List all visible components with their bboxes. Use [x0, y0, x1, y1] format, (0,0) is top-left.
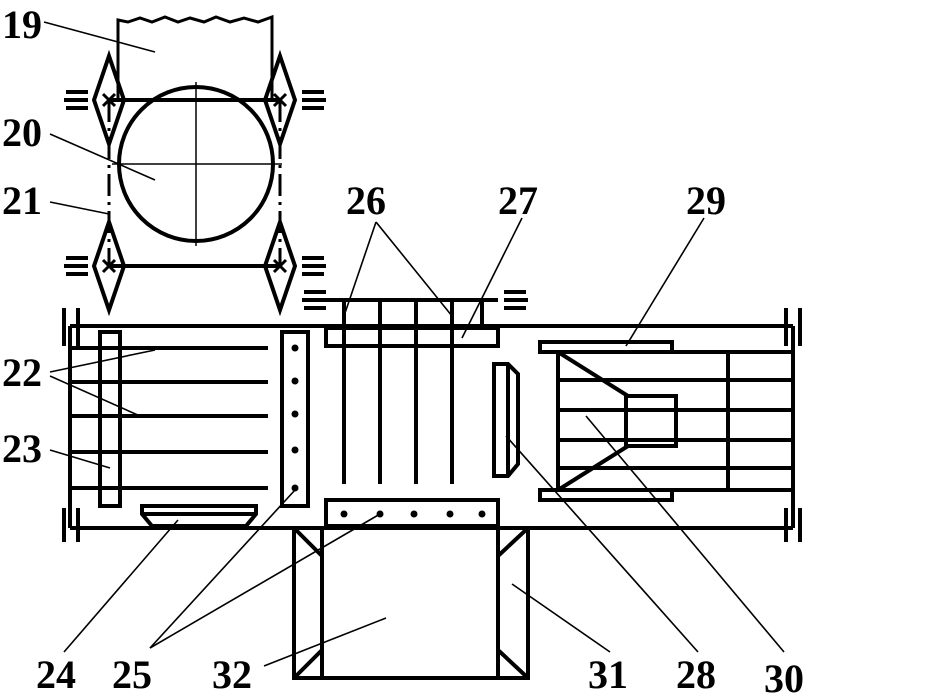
label-32: 32	[212, 652, 252, 697]
bearing-bottom-right	[262, 215, 326, 317]
dotted-plate-horizontal-25	[324, 498, 500, 528]
label-28: 28	[676, 652, 716, 697]
bearing-top-right	[262, 49, 326, 151]
label-21: 21	[2, 178, 42, 223]
label-26: 26	[346, 178, 386, 223]
side-piece-31	[492, 362, 520, 478]
bearing-bottom-left	[64, 215, 127, 317]
part-labels: 19 20 21 22 23 24 25 26 27 29 32 31 28 3…	[2, 2, 804, 700]
rake-26	[302, 290, 528, 484]
label-24: 24	[36, 652, 76, 697]
label-19: 19	[2, 2, 42, 47]
box-32	[292, 526, 530, 680]
label-31: 31	[588, 652, 628, 697]
dotted-plate-vertical-25	[280, 330, 310, 508]
plate-27	[324, 326, 500, 348]
label-20: 20	[2, 110, 42, 155]
label-22: 22	[2, 350, 42, 395]
label-30: 30	[764, 656, 804, 700]
label-27: 27	[498, 178, 538, 223]
frame-21	[107, 98, 282, 268]
trapezoid-24	[140, 504, 258, 528]
hopper-19	[116, 14, 274, 100]
right-rake-28	[538, 340, 793, 502]
screen-bars-22	[70, 346, 268, 490]
bar-23	[98, 330, 122, 508]
leader-lines	[43, 21, 785, 667]
drum-20	[112, 82, 282, 246]
label-29: 29	[686, 178, 726, 223]
label-23: 23	[2, 426, 42, 471]
label-25: 25	[112, 652, 152, 697]
bearing-top-left	[64, 49, 127, 151]
